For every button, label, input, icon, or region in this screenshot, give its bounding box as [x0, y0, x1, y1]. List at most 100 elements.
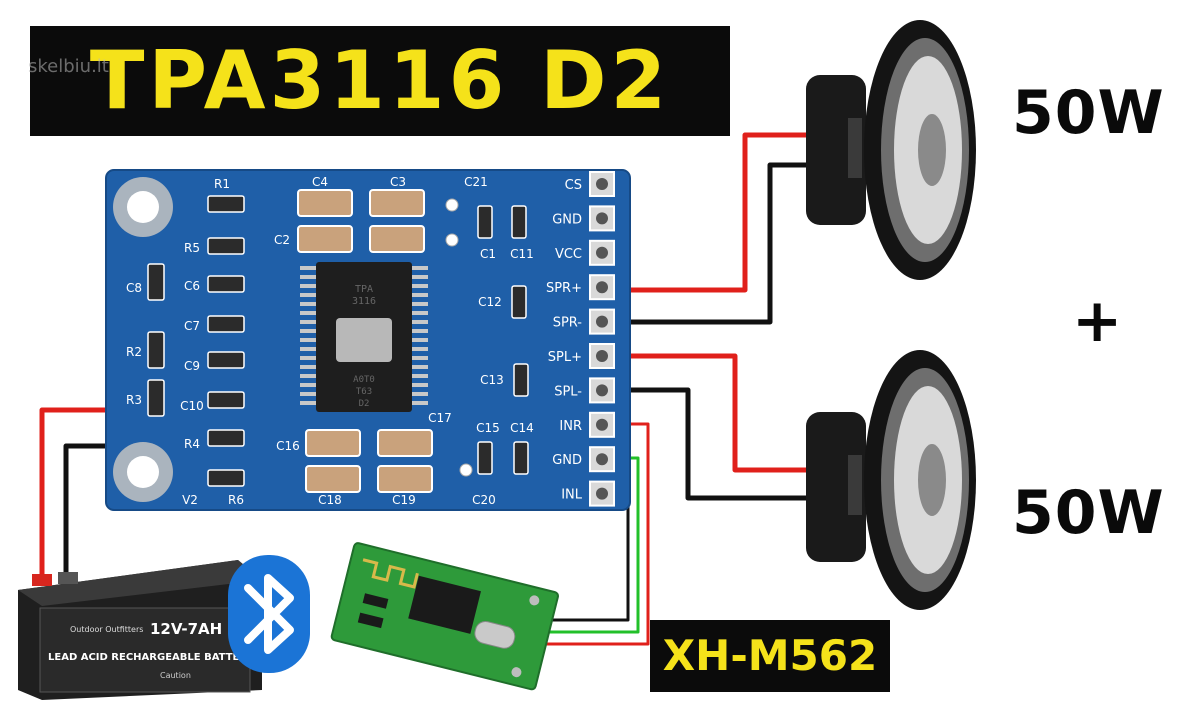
- ic-chip: TPA 3116 A0T0 T63 D2: [300, 262, 428, 412]
- smd-component: [511, 205, 527, 239]
- silkscreen-label: C18: [318, 493, 342, 507]
- pin-hole: [596, 487, 608, 500]
- silkscreen-label: C13: [480, 373, 504, 387]
- small-components: [147, 195, 529, 487]
- chip-pin: [412, 284, 428, 288]
- silkscreen-label: C2: [274, 233, 290, 247]
- silkscreen-label: C9: [184, 359, 200, 373]
- smd-component: [207, 351, 245, 369]
- chip-pin: [412, 266, 428, 270]
- smd-component: [477, 205, 493, 239]
- pin-label: INL: [561, 488, 583, 503]
- pin-label: VCC: [555, 247, 582, 262]
- silkscreen-label: C20: [472, 493, 496, 507]
- chip-pin: [300, 293, 316, 297]
- silkscreen-label: R6: [228, 493, 244, 507]
- pin-label: INR: [559, 419, 582, 434]
- chip-pin: [300, 266, 316, 270]
- chip-pin: [412, 365, 428, 369]
- smd-component: [207, 429, 245, 447]
- silkscreen-label: C16: [276, 439, 300, 453]
- chip-pin: [300, 356, 316, 360]
- smd-component: [513, 441, 529, 475]
- silkscreen-label: C17: [428, 411, 452, 425]
- chip-pin: [412, 347, 428, 351]
- chip-pin: [412, 329, 428, 333]
- speaker-top: [806, 20, 976, 280]
- pin-hole: [596, 212, 608, 225]
- speaker-bottom-power: 50W: [1012, 478, 1165, 548]
- pin-pad: [589, 480, 615, 507]
- chip-pin: [412, 401, 428, 405]
- pin-hole: [596, 350, 608, 362]
- speaker-bottom: [806, 350, 976, 610]
- smd-component: [207, 195, 245, 213]
- silkscreen-label: C8: [126, 281, 142, 295]
- mounting-hole-top: [113, 177, 173, 237]
- battery-type: LEAD ACID RECHARGEABLE BATTERY: [48, 652, 255, 663]
- pin-pad: [589, 343, 615, 369]
- via: [445, 233, 459, 247]
- pin-hole: [596, 453, 608, 466]
- chip-pin: [412, 374, 428, 378]
- bluetooth-module: [330, 542, 559, 691]
- battery-terminal-minus: [58, 572, 78, 584]
- wire-spl-minus: [622, 387, 863, 501]
- chip-pin: [412, 311, 428, 315]
- battery-brand: Outdoor Outfitters: [70, 625, 143, 634]
- chip-pin: [412, 302, 428, 306]
- silkscreen-label: C21: [464, 175, 488, 189]
- pin-label: SPL-: [554, 384, 582, 399]
- smd-component: [207, 315, 245, 333]
- chip-marking: TPA: [355, 284, 373, 295]
- silkscreen-label: C15: [476, 421, 500, 435]
- crystal: [474, 620, 516, 649]
- silkscreen-label: C3: [390, 175, 406, 189]
- chip-pin: [300, 338, 316, 342]
- silkscreen-label: C14: [510, 421, 534, 435]
- smd-component: [207, 391, 245, 409]
- pin-label: GND: [552, 212, 582, 227]
- chip-pin: [300, 329, 316, 333]
- module-banner: XH-M562: [650, 620, 890, 692]
- chip-pin: [300, 320, 316, 324]
- pin-label: GND: [552, 453, 582, 468]
- antenna-trace: [362, 558, 419, 589]
- via: [445, 198, 459, 212]
- silkscreen-label: C10: [180, 399, 204, 413]
- smd-component: [207, 237, 245, 255]
- chip-pin: [412, 320, 428, 324]
- silkscreen-label: R5: [184, 241, 200, 255]
- module-label: XH-M562: [662, 631, 878, 680]
- pin-hole: [596, 418, 608, 431]
- pin-label: SPR-: [553, 316, 583, 331]
- silkscreen-label: V2: [182, 493, 198, 507]
- chip-pin: [300, 275, 316, 279]
- silkscreen-label: C6: [184, 279, 200, 293]
- chip-marking: A0T0: [353, 375, 375, 385]
- chip-pin: [412, 338, 428, 342]
- smd-component: [513, 363, 529, 397]
- silkscreen-label: R3: [126, 393, 142, 407]
- pin-hole: [596, 384, 608, 397]
- silkscreen-label: C4: [312, 175, 328, 189]
- chip-pin: [412, 275, 428, 279]
- smd-component: [511, 285, 527, 319]
- chip-pin: [300, 401, 316, 405]
- silkscreen-label: R2: [126, 345, 142, 359]
- module-ic: [408, 575, 481, 634]
- smd-component: [207, 275, 245, 293]
- wire-spl-plus: [622, 353, 863, 473]
- chip-thermal-pad: [336, 318, 392, 362]
- mounting-hole-bottom: [113, 442, 173, 502]
- chip-pin: [412, 356, 428, 360]
- silkscreen-label: C19: [392, 493, 416, 507]
- battery-terminal-plus: [32, 574, 52, 586]
- watermark: skelbiu.lt: [28, 56, 109, 77]
- smd-component: [147, 379, 165, 417]
- chip-pin: [300, 284, 316, 288]
